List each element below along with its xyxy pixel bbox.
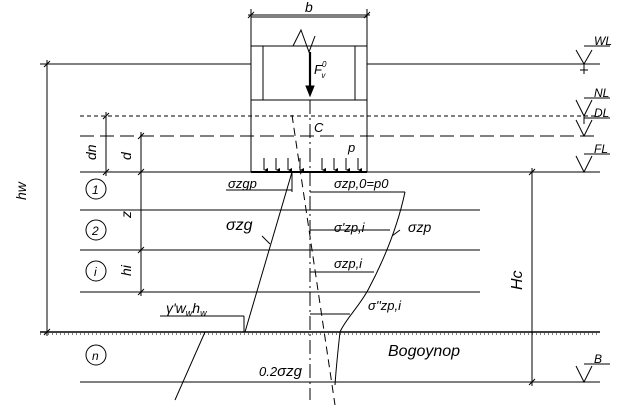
- layer-2-circle: [85, 219, 107, 241]
- dim-hi-label: hi: [118, 264, 134, 276]
- dim-hc-label: Hc: [509, 270, 526, 290]
- foundation-structure: [250, 16, 368, 400]
- szg-line: [244, 171, 293, 333]
- dim-d-label: d: [118, 151, 134, 160]
- szp-curve: [334, 191, 406, 386]
- layer-n-circle: [85, 344, 107, 366]
- break-symbol: [292, 28, 316, 54]
- dim-dn-label: dn: [83, 144, 99, 160]
- dim-b-label: b: [305, 0, 313, 15]
- layer-1-circle: [85, 178, 107, 200]
- szg-below-line: [174, 331, 206, 401]
- b-level-label: B: [594, 352, 602, 366]
- dimension-hc: [528, 168, 536, 386]
- szg-diagram: [160, 114, 336, 405]
- layer-n-label: n: [92, 349, 99, 363]
- dim-hw-label: hw: [13, 181, 29, 200]
- left-dimensions: [43, 60, 145, 336]
- level-lines: [40, 63, 600, 383]
- level-markers: [575, 45, 610, 384]
- b-marker: [575, 365, 593, 384]
- fl-marker: [575, 155, 593, 174]
- szg-zero-dashed: [291, 114, 336, 405]
- dim-z-label: z: [118, 211, 134, 219]
- layer-1-label: 1: [92, 183, 99, 197]
- szp-diagram: [226, 189, 406, 386]
- layer-2-label: 2: [91, 224, 99, 238]
- szpi-label: σzp,i: [334, 256, 363, 271]
- pressure-arrows: [263, 158, 362, 172]
- pressure-p-label: p: [347, 140, 355, 155]
- szg-label: σzg: [226, 217, 253, 234]
- wl-marker: [575, 49, 593, 74]
- szp-prime-label: σ'zp,i: [334, 220, 366, 235]
- szp-dprime-label: σ''zp,i: [368, 298, 402, 313]
- szgp-label: σzgp: [228, 176, 257, 191]
- limit-label: 0.2σzg: [259, 363, 303, 380]
- gw-hw-label: γ'wwhw: [166, 300, 207, 318]
- nl-marker: [575, 99, 593, 124]
- szp-label: σzp: [408, 219, 431, 235]
- layer-i-label: i: [94, 265, 97, 279]
- center-c-label: C: [314, 120, 324, 135]
- bogoynop-label: Bogoynop: [388, 343, 460, 360]
- szp0-label: σzp,0=p0: [334, 176, 389, 191]
- dl-label: DL: [594, 106, 609, 120]
- dl-marker: [575, 119, 593, 138]
- layer-markers: [85, 178, 107, 366]
- wl-label: WL: [594, 34, 612, 48]
- nl-label: NL: [594, 86, 609, 100]
- fl-label: FL: [594, 142, 608, 156]
- dimension-b: [247, 9, 371, 19]
- layer-i-circle: [85, 260, 107, 282]
